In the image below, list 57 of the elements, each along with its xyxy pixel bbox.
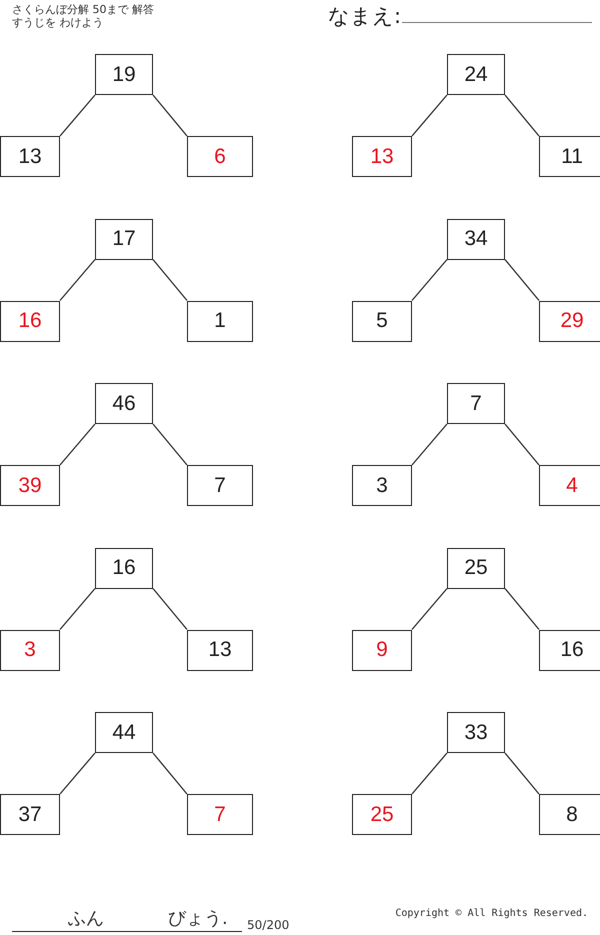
worksheet-title: さくらんぼ分解 50まで 解答 — [12, 4, 154, 17]
number-box: 17 — [95, 218, 153, 260]
connector-line — [60, 752, 96, 794]
number-box: 7 — [187, 794, 253, 835]
number-box: 7 — [447, 383, 505, 424]
number-box: 16 — [0, 300, 60, 342]
number-box: 8 — [539, 794, 600, 835]
connector-line — [412, 94, 448, 136]
number-box: 3 — [352, 465, 412, 506]
number-box: 13 — [187, 630, 253, 670]
connector-line — [60, 424, 96, 466]
connector-line — [60, 94, 96, 136]
connector-line — [504, 94, 540, 136]
seconds-label: びょう. — [168, 907, 228, 930]
number-box: 11 — [539, 136, 600, 177]
connector-line — [60, 259, 96, 301]
connector-line — [152, 588, 188, 630]
number-box: 46 — [95, 383, 153, 424]
number-box: 24 — [447, 54, 505, 95]
number-box: 25 — [352, 794, 412, 835]
connector-line — [412, 752, 448, 794]
number-box: 13 — [352, 136, 412, 177]
connector-line — [504, 424, 540, 466]
name-label: なまえ: — [328, 3, 402, 30]
connector-line — [152, 94, 188, 136]
number-box: 6 — [187, 136, 253, 177]
number-box: 34 — [447, 218, 505, 260]
connector-line — [60, 588, 96, 630]
connector-line — [152, 259, 188, 301]
number-box: 37 — [0, 794, 60, 835]
number-box: 9 — [352, 630, 412, 670]
connector-line — [412, 424, 448, 466]
number-box: 29 — [539, 300, 600, 342]
connector-line — [152, 424, 188, 466]
number-box: 7 — [187, 465, 253, 506]
number-box: 16 — [95, 548, 153, 588]
connector-line — [152, 752, 188, 794]
number-box: 13 — [0, 136, 60, 177]
number-box: 3 — [0, 630, 60, 670]
number-box: 4 — [539, 465, 600, 506]
number-box: 25 — [447, 548, 505, 588]
copyright-text: Copyright © All Rights Reserved. — [395, 908, 588, 919]
number-box: 39 — [0, 465, 60, 506]
instruction-text: すうじを わけよう — [12, 17, 104, 30]
minutes-label: ふん — [68, 907, 104, 930]
number-box: 33 — [447, 712, 505, 753]
number-box: 44 — [95, 712, 153, 753]
number-box: 5 — [352, 300, 412, 342]
connector-line — [504, 588, 540, 630]
connector-line — [504, 259, 540, 301]
number-box: 1 — [187, 300, 253, 342]
connector-line — [412, 259, 448, 301]
connector-line — [504, 752, 540, 794]
connector-line — [412, 588, 448, 630]
number-box: 16 — [539, 630, 600, 670]
score-text: 50/200 — [247, 918, 290, 932]
number-box: 19 — [95, 54, 153, 95]
